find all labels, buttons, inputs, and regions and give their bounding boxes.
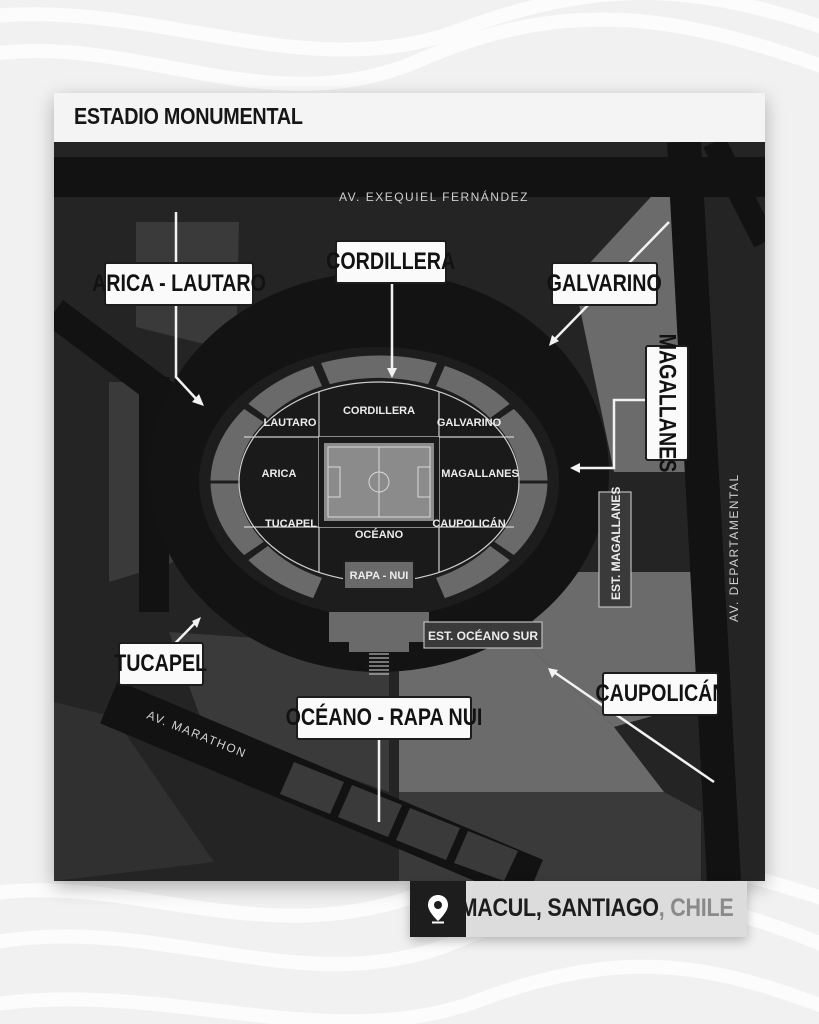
location-region: SANTIAGO <box>546 894 659 922</box>
outer-seating-ring <box>207 352 551 602</box>
gate-label-oceano-rapanui[interactable]: OCÉANO - RAPA NUI <box>286 696 482 740</box>
location-city: MACUL <box>459 894 536 922</box>
block-south <box>399 642 664 792</box>
stadium <box>199 347 559 675</box>
sector-label-arica: ARICA <box>262 468 297 480</box>
location-separator: , <box>535 894 547 922</box>
street-label-east: AV. DEPARTAMENTAL <box>727 473 741 622</box>
location-separator: , <box>658 894 670 922</box>
gate-label-caupolican[interactable]: CAUPOLICÁN <box>595 672 726 716</box>
sector-label-rapanui: RAPA - NUI <box>350 570 409 582</box>
location-pin-box[interactable] <box>410 881 466 937</box>
sector-label-tucapel: TUCAPEL <box>265 518 317 530</box>
parking-magallanes-box <box>598 491 632 608</box>
gate-label-galvarino[interactable]: GALVARINO <box>547 262 662 306</box>
map-card: ESTADIO MONUMENTAL <box>54 93 765 881</box>
marathon-parking-cells <box>280 762 518 881</box>
street-label-north: AV. EXEQUIEL FERNÁNDEZ <box>339 189 529 204</box>
sector-label-cordillera: CORDILLERA <box>343 405 415 417</box>
sector-label-caupolican: CAUPOLICÁN <box>432 517 505 530</box>
sector-label-lautaro: LAUTARO <box>264 417 317 429</box>
road-east <box>667 142 741 881</box>
location-bar: MACUL, SANTIAGO, CHILE <box>410 881 747 937</box>
gate-label-tucapel[interactable]: TUCAPEL <box>115 642 207 686</box>
page-title: ESTADIO MONUMENTAL <box>74 103 303 129</box>
gate-label-magallanes[interactable]: MAGALLANES <box>645 334 689 472</box>
sector-label-galvarino: GALVARINO <box>437 417 502 429</box>
block-far-sw <box>54 702 214 881</box>
parking-label-magallanes: EST. MAGALLANES <box>609 487 623 600</box>
parking-oceano-sur-box <box>423 621 543 649</box>
road-ne <box>703 142 765 248</box>
sector-label-magallanes: MAGALLANES <box>441 468 519 480</box>
location-country: CHILE <box>669 894 733 922</box>
gate-label-cordillera[interactable]: CORDILLERA <box>327 240 456 284</box>
parking-label-oceano-sur: EST. OCÉANO SUR <box>428 628 538 643</box>
location-text: MACUL, SANTIAGO, CHILE <box>459 894 733 923</box>
block-sw <box>169 632 389 792</box>
map-pin-icon <box>428 895 448 924</box>
sector-label-oceano: OCÉANO <box>355 528 404 541</box>
gate-label-arica-lautaro[interactable]: ARICA - LAUTARO <box>92 262 266 306</box>
